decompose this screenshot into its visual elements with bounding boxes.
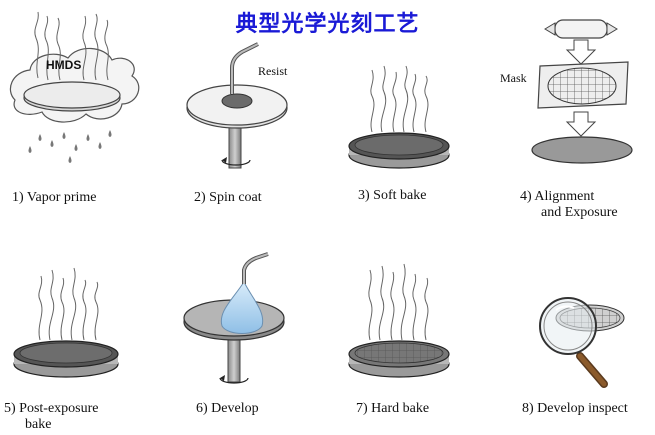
step-name: Vapor prime — [26, 190, 97, 205]
step-number: 7) — [356, 401, 368, 416]
hard-bake-illustration — [348, 263, 450, 378]
spin-coat-illustration — [186, 42, 288, 169]
develop-inspect-illustration — [539, 297, 625, 388]
soft-bake-illustration — [348, 65, 450, 169]
develop-illustration — [183, 252, 285, 384]
vapor-prime-illustration — [9, 11, 140, 163]
step-number: 3) — [358, 188, 370, 203]
step-number: 5) — [4, 401, 16, 416]
step-name: Soft bake — [373, 188, 427, 203]
step-number: 1) — [12, 190, 24, 205]
step-1-caption: 1) Vapor prime — [12, 190, 97, 206]
step-name-line2: bake — [25, 417, 52, 432]
step-2-caption: 2) Spin coat — [194, 190, 262, 206]
alignment-exposure-illustration — [531, 19, 633, 164]
mask-label: Mask — [500, 71, 527, 85]
post-exposure-bake-illustration — [13, 267, 119, 378]
step-4-caption: 4) Alignment and Exposure — [520, 189, 618, 221]
step-5-caption: 5) Post-exposure bake — [4, 401, 99, 433]
step-name: Hard bake — [371, 401, 430, 416]
step-name: Develop — [211, 401, 259, 416]
resist-label: Resist — [258, 64, 288, 78]
step-number: 6) — [196, 401, 208, 416]
step-3-caption: 3) Soft bake — [358, 188, 426, 204]
step-6-caption: 6) Develop — [196, 401, 259, 417]
step-number: 8) — [522, 401, 534, 416]
step-name-line2: and Exposure — [541, 205, 618, 220]
step-name: Alignment — [534, 189, 595, 204]
step-number: 2) — [194, 190, 206, 205]
step-number: 4) — [520, 189, 532, 204]
hmds-label: HMDS — [46, 58, 82, 72]
step-name: Spin coat — [209, 190, 262, 205]
step-7-caption: 7) Hard bake — [356, 401, 429, 417]
step-name: Post-exposure — [19, 401, 99, 416]
step-name: Develop inspect — [537, 401, 628, 416]
step-8-caption: 8) Develop inspect — [522, 401, 628, 417]
diagram-title: 典型光学光刻工艺 — [235, 12, 420, 37]
